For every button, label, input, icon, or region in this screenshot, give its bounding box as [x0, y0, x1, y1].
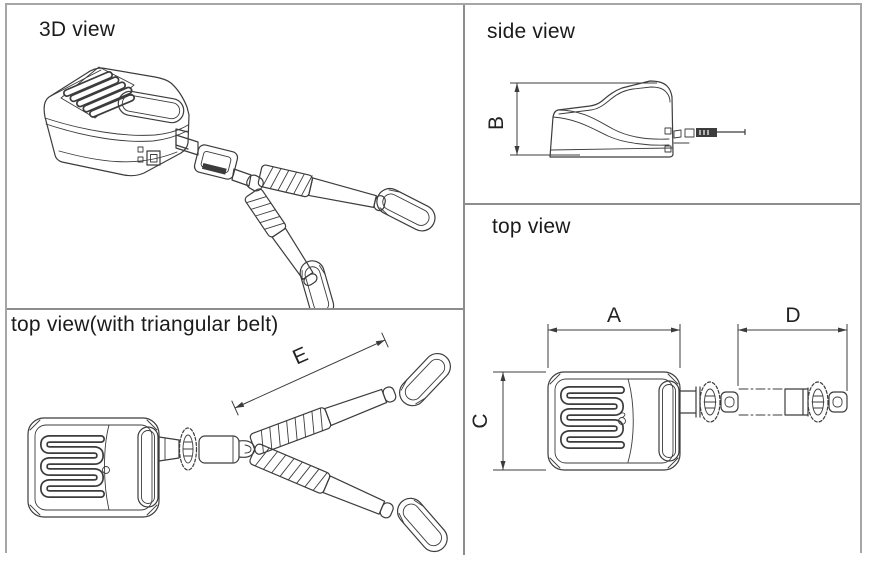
device-body-side: [549, 80, 674, 158]
dim-label-e: E: [289, 343, 311, 370]
dimension-d: D: [737, 304, 848, 391]
device-body-3d: [43, 66, 190, 177]
belt-assembly-triangular: [158, 352, 451, 553]
carabiner-hook: [396, 497, 448, 553]
panel-side-view-title: side view: [487, 20, 576, 43]
carabiner-hook: [399, 352, 451, 407]
belt-segment: [175, 134, 199, 156]
belt-stub-side: [673, 128, 746, 144]
belt-branch-lower: [244, 188, 335, 308]
side-capsule: [658, 380, 680, 462]
button-detail: [137, 146, 144, 153]
drawing-top-view-belt: E: [27, 332, 451, 553]
drawing-3d-view: [43, 66, 436, 308]
vent-slats-3d: [63, 71, 135, 118]
panel-3d-view: 3D view: [7, 5, 465, 310]
panel-top-view-belt: top view(with triangular belt) E: [7, 310, 465, 555]
dim-label-c: C: [469, 413, 492, 428]
strap-sleeve: [198, 435, 240, 464]
device-body-top: [547, 371, 681, 471]
dimension-e: E: [231, 332, 389, 416]
carabiner-hook: [299, 260, 335, 308]
panel-side-view: side view B: [465, 5, 860, 205]
adjuster-knob: [178, 427, 198, 471]
belt-buckle: [193, 144, 239, 180]
device-body-belt: [27, 417, 160, 518]
screw-detail: [102, 466, 110, 474]
drawing-sheet: 3D view: [5, 3, 862, 555]
dimension-c: C: [469, 371, 546, 471]
drawing-side-view: B: [485, 80, 746, 158]
panel-top-view: top view A D C: [465, 205, 860, 555]
button-detail: [137, 156, 144, 163]
panel-top-view-title: top view: [492, 215, 571, 238]
carabiner-hook: [376, 187, 436, 232]
belt-recess: [175, 128, 189, 150]
strap-tab: [720, 391, 739, 413]
belt-assembly-3d: [175, 134, 436, 308]
connector-port: [146, 150, 161, 166]
vent-slats-top: [560, 386, 625, 449]
dim-label-b: B: [485, 116, 508, 130]
side-capsule: [137, 426, 159, 508]
adjuster-knob: [807, 381, 829, 423]
vent-slats-belt: [40, 435, 105, 498]
belt-branch-upper: [249, 352, 451, 455]
belt-strap-top: [679, 381, 848, 423]
dim-label-a: A: [607, 304, 621, 327]
adjuster-knob: [699, 381, 721, 423]
panel-3d-view-title: 3D view: [39, 18, 116, 41]
drawing-top-view: A D C: [469, 304, 848, 471]
top-capsule-3d: [117, 90, 185, 124]
panel-top-view-belt-title: top view(with triangular belt): [11, 313, 279, 336]
dim-label-d: D: [785, 304, 800, 327]
dimension-b: B: [485, 82, 657, 156]
belt-link: [231, 168, 252, 187]
belt-branch-upper: [257, 164, 436, 232]
belt-branch-lower: [249, 443, 448, 553]
screw-detail: [618, 417, 626, 425]
strap-tab: [828, 391, 848, 413]
dimension-a: A: [547, 304, 681, 368]
